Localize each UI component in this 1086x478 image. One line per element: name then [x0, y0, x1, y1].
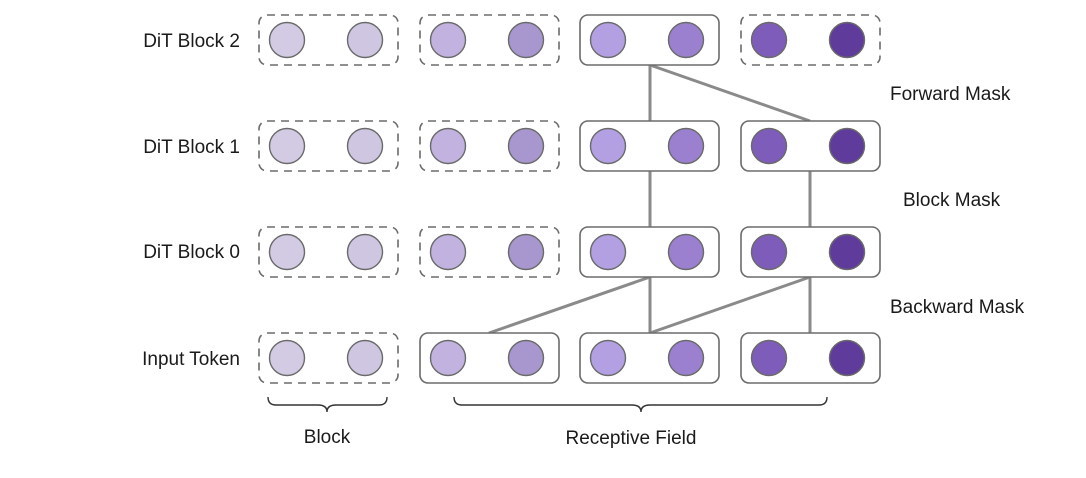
token-dit-block-0-8 — [828, 233, 866, 271]
token-dit-block-1-5 — [589, 127, 627, 165]
token-dit-block-1-1 — [268, 127, 306, 165]
token-dit-block-0-7 — [750, 233, 788, 271]
token-input-token-5 — [589, 339, 627, 377]
token-box-dit-block-0-1 — [258, 226, 399, 278]
receptive-field-label: Receptive Field — [566, 428, 697, 449]
token-dit-block-1-2 — [346, 127, 384, 165]
backward-mask-label: Backward Mask — [890, 297, 1025, 318]
backward-line-2 — [488, 275, 651, 335]
token-dit-block-0-1 — [268, 233, 306, 271]
token-box-dit-block-2-1 — [258, 14, 399, 66]
token-box-dit-block-0-2 — [419, 226, 560, 278]
token-circles — [268, 21, 866, 377]
forward-line-2 — [649, 63, 811, 123]
row-label-dit-block-1: DiT Block 1 — [143, 137, 240, 158]
token-dit-block-2-7 — [750, 21, 788, 59]
token-box-dit-block-1-2 — [419, 120, 560, 172]
connection-lines — [488, 63, 812, 335]
token-input-token-8 — [828, 339, 866, 377]
receptive-field-brace — [453, 396, 828, 413]
forward-mask-label: Forward Mask — [890, 84, 1011, 105]
token-group-boxes — [258, 14, 881, 384]
token-dit-block-0-2 — [346, 233, 384, 271]
token-box-input-token-1 — [258, 332, 399, 384]
block-brace — [267, 396, 388, 413]
token-dit-block-1-8 — [828, 127, 866, 165]
block-mask-label: Block Mask — [903, 190, 1001, 211]
row-label-dit-block-2: DiT Block 2 — [143, 31, 240, 52]
backward-line-4 — [649, 275, 811, 335]
token-box-dit-block-2-4 — [740, 14, 881, 66]
token-dit-block-0-3 — [429, 233, 467, 271]
token-dit-block-2-3 — [429, 21, 467, 59]
token-dit-block-2-8 — [828, 21, 866, 59]
token-dit-block-1-7 — [750, 127, 788, 165]
row-label-input-token: Input Token — [142, 349, 240, 370]
token-dit-block-1-4 — [507, 127, 545, 165]
row-label-dit-block-0: DiT Block 0 — [143, 242, 240, 263]
token-dit-block-1-6 — [667, 127, 705, 165]
token-box-dit-block-2-2 — [419, 14, 560, 66]
token-dit-block-1-3 — [429, 127, 467, 165]
token-dit-block-2-4 — [507, 21, 545, 59]
token-dit-block-2-1 — [268, 21, 306, 59]
token-dit-block-2-5 — [589, 21, 627, 59]
token-input-token-4 — [507, 339, 545, 377]
token-dit-block-0-4 — [507, 233, 545, 271]
token-box-dit-block-1-1 — [258, 120, 399, 172]
token-input-token-3 — [429, 339, 467, 377]
token-dit-block-0-5 — [589, 233, 627, 271]
token-dit-block-0-6 — [667, 233, 705, 271]
token-input-token-7 — [750, 339, 788, 377]
block-brace-label: Block — [304, 427, 351, 448]
token-dit-block-2-2 — [346, 21, 384, 59]
token-dit-block-2-6 — [667, 21, 705, 59]
token-input-token-1 — [268, 339, 306, 377]
token-input-token-2 — [346, 339, 384, 377]
token-input-token-6 — [667, 339, 705, 377]
